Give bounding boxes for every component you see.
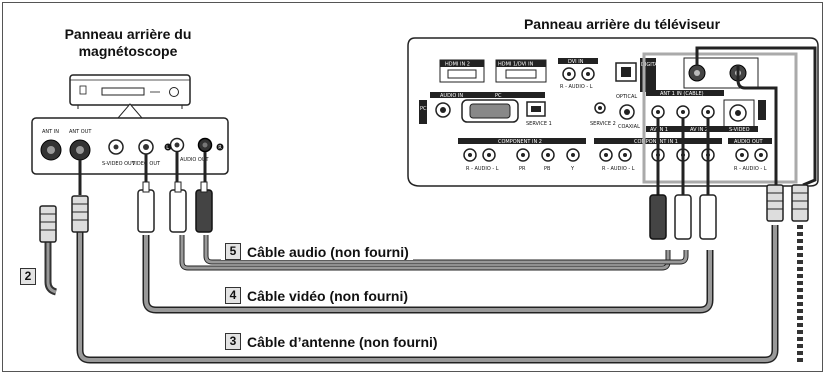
tv-video-plug (699, 194, 717, 240)
cable-label-video: 4 Câble vidéo (non fourni) (221, 287, 412, 304)
service2-label: SERVICE 2 (590, 121, 616, 127)
tv-panel-title: Panneau arrière du téléviseur (523, 16, 721, 32)
antenna-marker-number: 2 (20, 268, 36, 285)
tv-ant2-plug (791, 184, 809, 222)
cable-label-audio: 5 Câble audio (non fourni) (221, 243, 413, 260)
digital-audio-label: DIGITAL AUDIO OUT (641, 62, 692, 68)
wall-ant-plug (39, 205, 57, 243)
comp1-audio-label: R - AUDIO - L (602, 166, 635, 172)
audio-in-label: AUDIO IN (440, 93, 463, 99)
tv-rear-panel: HDMI IN 2 HDMI 1/DVI IN DVI IN R - AUDIO… (407, 37, 819, 187)
cable-text-video: Câble vidéo (non fourni) (247, 287, 408, 304)
cable-text-antenna: Câble d’antenne (non fourni) (247, 333, 438, 350)
vcr-audio-r-plug (195, 189, 213, 233)
vcr-ant-plug (71, 195, 89, 233)
vcr-ant-out-label: ANT OUT (69, 129, 92, 135)
optical-label: OPTICAL (616, 94, 637, 100)
hdmi-in-2-label: HDMI IN 2 (445, 62, 470, 68)
cable-number-video: 4 (225, 287, 241, 304)
tv-audio-l-plug (674, 194, 692, 240)
cables (44, 46, 817, 365)
vcr-panel-title: Panneau arrière du magnétoscope (64, 26, 192, 59)
component-in1-label: COMPONENT IN 1 (634, 139, 678, 145)
vcr-svideo-label: S-VIDEO OUT (102, 161, 136, 167)
vcr-audio-label: AUDIO OUT (180, 157, 210, 163)
dvi-audio-label: R - AUDIO - L (560, 84, 593, 90)
tv-audio-out-lr: R - AUDIO - L (734, 166, 767, 172)
hdmi-dvi-in-label: HDMI 1/DVI IN (498, 62, 534, 68)
cable-number-antenna: 3 (225, 333, 241, 350)
av-in2-label: AV IN 2 (690, 127, 708, 133)
dvi-in-label: DVI IN (568, 59, 584, 65)
ant1-label: ANT 1 IN (CABLE) (660, 91, 704, 97)
diagram-frame (2, 2, 823, 372)
tv-audio-r-plug (649, 194, 667, 240)
comp2-y-label: Y (570, 166, 575, 172)
pc-in-label: PC IN (420, 106, 434, 112)
vcr-ant-in-label: ANT IN (42, 129, 59, 135)
vcr-audio-l-plug (169, 189, 187, 233)
cable-text-audio: Câble audio (non fourni) (247, 243, 409, 260)
antenna-marker: 2 (20, 268, 36, 285)
component-in2-label: COMPONENT IN 2 (498, 139, 542, 145)
vcr-video-plug (137, 189, 155, 233)
cable-number-audio: 5 (225, 243, 241, 260)
plugs (39, 181, 809, 243)
comp2-pb-label: PB (544, 166, 551, 172)
pc-label: PC (495, 93, 502, 99)
service1-label: SERVICE 1 (526, 121, 552, 127)
tv-audio-out-label: AUDIO OUT (734, 139, 764, 145)
vcr-right-label: R (218, 145, 222, 151)
cable-label-antenna: 3 Câble d’antenne (non fourni) (221, 333, 442, 350)
comp2-pr-label: PR (519, 166, 526, 172)
comp2-audio-label: R - AUDIO - L (466, 166, 499, 172)
vcr-rear-panel: ANT IN ANT OUT L R S-VIDEO OUT VIDEO OUT… (31, 117, 229, 175)
tv-ant1-plug (766, 184, 784, 222)
vcr-left-label: L (166, 145, 169, 151)
ant2-label: ANT 2 IN (AIR) (725, 91, 761, 97)
coaxial-label: COAXIAL (618, 124, 640, 130)
svideo-label: S-VIDEO (729, 127, 750, 133)
vcr-device-icon (69, 74, 191, 119)
